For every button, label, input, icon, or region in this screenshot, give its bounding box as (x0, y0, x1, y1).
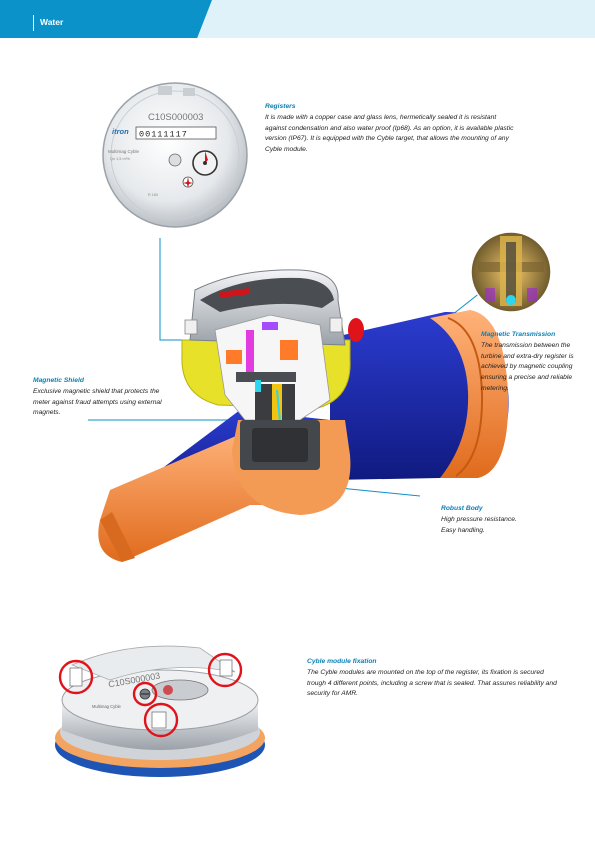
robust-body-title: Robust Body (441, 505, 483, 512)
register-brand: itron (112, 127, 129, 136)
register-counter-window (135, 126, 217, 140)
registers-text: It is made with a copper case and glass … (265, 113, 514, 154)
register-lug (183, 88, 195, 96)
header-tab (0, 0, 212, 38)
registers-title: Registers (265, 103, 296, 110)
magenta-shaft (246, 330, 254, 380)
cyble-callout: Cyble module fixation The Cyble modules … (307, 657, 559, 700)
register-closeup: C10S000003 itron 00111117 Multimag Cyble… (102, 82, 248, 228)
fixation-point-highlight (132, 681, 158, 707)
magnetic-transmission-text: The transmission between the turbine and… (481, 341, 574, 392)
cyble-lid (70, 645, 236, 681)
cyble-title: Cyble module fixation (307, 658, 377, 665)
registers-callout: Registers It is made with a copper case … (265, 102, 519, 156)
header-divider (33, 15, 34, 31)
meter-cutaway (98, 269, 509, 562)
cyble-closeup: C10S000003 Multimag Cyble (55, 645, 265, 777)
magnetic-shield-title: Magnetic Shield (33, 377, 84, 384)
fixation-point-highlight (207, 652, 243, 688)
robust-body-callout: Robust Body High pressure resistance. Ea… (441, 504, 533, 536)
coupling-shaft (272, 384, 282, 444)
register-serial: C10S000003 (148, 112, 203, 123)
magnetic-shield-text: Exclusive magnetic shield that protects … (33, 387, 162, 417)
register-small-dial (168, 153, 182, 167)
register-lug (158, 86, 172, 95)
magnetic-transmission-closeup (470, 231, 552, 313)
register-counter: 00111117 (139, 130, 188, 140)
outlet-fitting (430, 310, 509, 478)
register-model: Multimag Cyble (108, 149, 140, 154)
header-title: Water (40, 17, 64, 27)
magnetic-transmission-title: Magnetic Transmission (481, 331, 556, 338)
cyble-text: The Cyble modules are mounted on the top… (307, 668, 557, 698)
register-class: R 160 (148, 193, 158, 197)
magnetic-transmission-callout: Magnetic Transmission The transmission b… (481, 330, 577, 395)
register-spec: Qn 1,5 m³/h (110, 157, 130, 161)
robust-body-text: High pressure resistance. Easy handling. (441, 515, 517, 534)
magnetic-shield-callout: Magnetic Shield Exclusive magnetic shiel… (33, 376, 173, 419)
fixation-point-highlight (143, 702, 179, 738)
fixation-point-highlight (58, 659, 94, 695)
cyble-model: Multimag Cyble (92, 704, 122, 709)
